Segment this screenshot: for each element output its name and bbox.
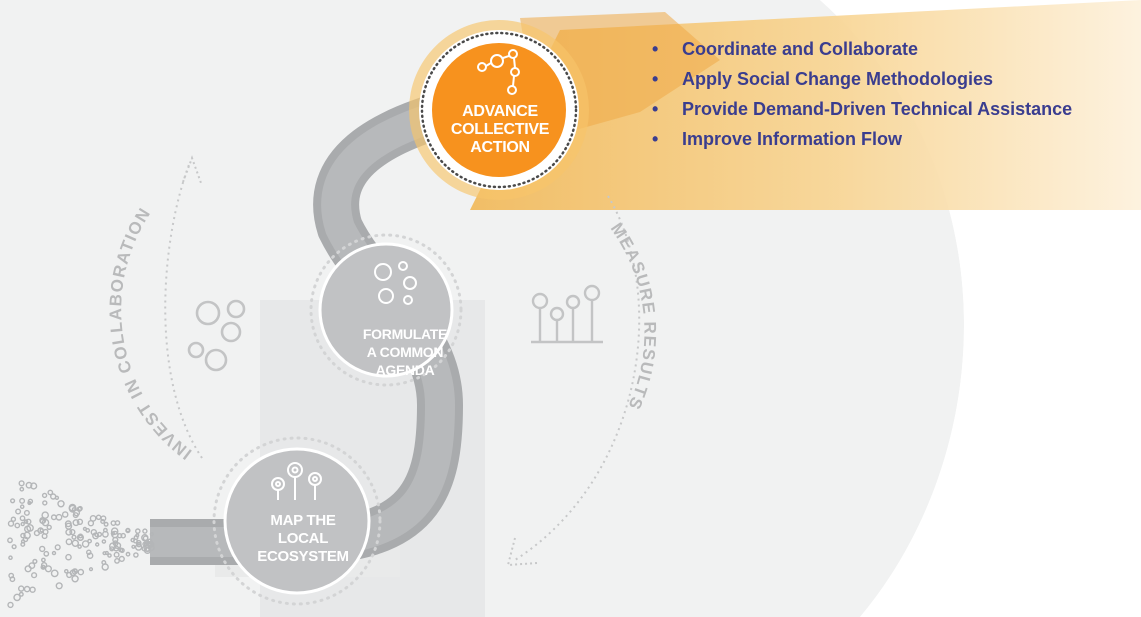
bullet-marker: • — [652, 39, 659, 59]
map-stage-label: MAP THE LOCAL ECOSYSTEM — [257, 512, 349, 565]
bullet-marker: • — [652, 99, 659, 119]
map-stage-ring — [212, 436, 382, 606]
action-list: • Coordinate and Collaborate • Apply Socia… — [652, 34, 1072, 154]
action-item: • Improve Information Flow — [652, 124, 1072, 154]
action-item-text: Coordinate and Collaborate — [682, 39, 919, 59]
linked-rings-icon — [187, 299, 246, 372]
formulate-stage-ring — [309, 233, 463, 387]
map-stage-circle — [223, 447, 371, 595]
network-nodes-icon — [477, 49, 520, 95]
particle-dispersion-icon — [7, 480, 155, 609]
left-arrowhead — [182, 155, 202, 184]
left-cycle-arc — [164, 161, 203, 459]
action-item-text: Provide Demand-Driven Technical Assistan… — [682, 99, 1073, 119]
action-item: • Coordinate and Collaborate — [652, 34, 1072, 64]
action-item: • Apply Social Change Methodologies — [652, 64, 1072, 94]
formulate-stage-circle — [318, 242, 454, 378]
map-pins-icon — [271, 462, 322, 500]
bullet-marker: • — [652, 129, 659, 149]
advance-stage-ring — [420, 31, 578, 189]
action-item: • Provide Demand-Driven Technical Assista… — [652, 94, 1072, 124]
advance-stage-circle — [432, 43, 566, 177]
action-item-text: Apply Social Change Methodologies — [682, 69, 994, 89]
action-item-text: Improve Information Flow — [682, 129, 903, 149]
advance-stage-label: ADVANCE COLLECTIVE ACTION — [450, 103, 550, 156]
pin-graph-icon — [531, 284, 603, 344]
bullet-marker: • — [652, 69, 659, 89]
connected-circles-icon — [374, 261, 417, 305]
formulate-stage-label: FORMULATE A COMMON AGENDA — [362, 326, 448, 378]
